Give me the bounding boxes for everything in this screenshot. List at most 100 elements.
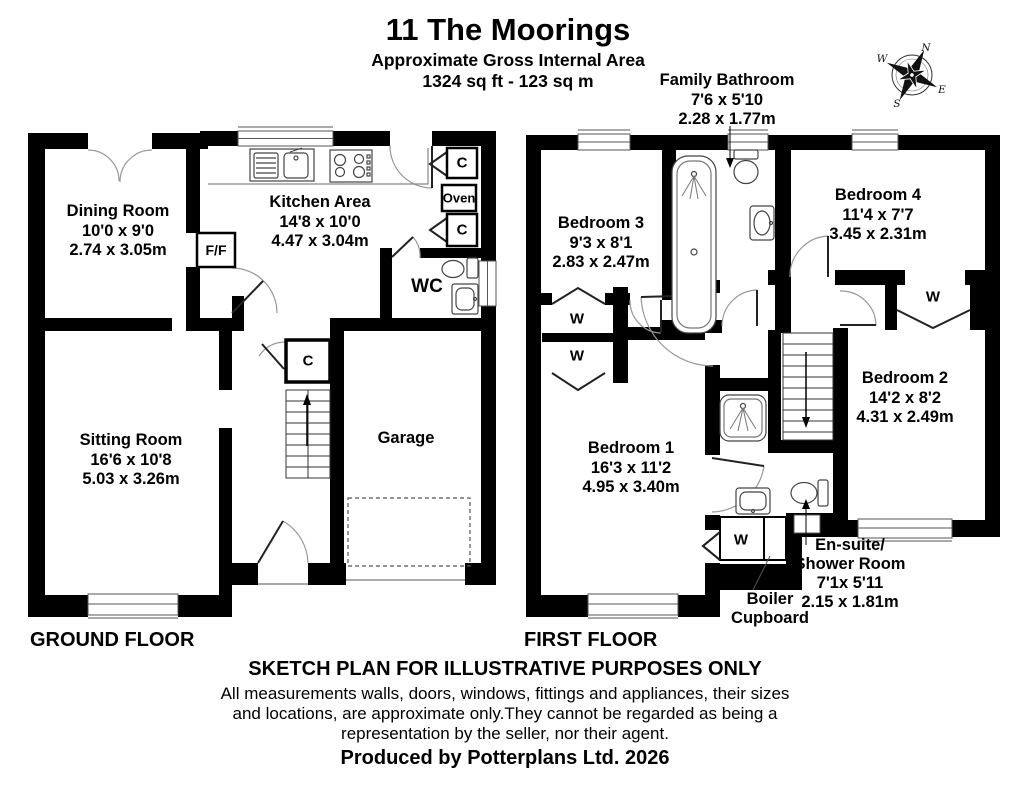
ground-floor-title: GROUND FLOOR [30,629,195,651]
room-dims-imperial: 16'6 x 10'8 [90,450,172,469]
cupboard-label: C [456,221,468,239]
wardrobe-doors [551,286,606,305]
ensuite-leader-arrow [802,499,810,545]
room-label-sitting: Sitting Room 16'6 x 10'8 5.03 x 3.26m [80,431,183,490]
wardrobe-doors [551,372,606,392]
room-dims-imperial: 14'2 x 8'2 [868,388,942,407]
compass-north-label: N [920,42,931,54]
ground-floor-plan [28,126,497,619]
room-name: Kitchen Area [269,193,371,211]
compass-south-label: S [893,98,900,110]
fridge-freezer-box [195,231,237,269]
oven-label: Oven [442,190,476,206]
room-dims-imperial: 10'0 x 9'0 [81,221,155,240]
room-dims-metric: 2.15 x 1.81m [801,593,899,611]
ensuite-toilet [790,479,829,507]
cupboard-label: C [456,154,468,172]
room-dims-imperial: 7'1x 5'11 [816,574,884,592]
bathroom-leader-arrow [726,126,734,168]
room-dims-imperial: 16'3 x 11'2 [590,458,672,477]
ground-floor-doors [87,145,448,564]
cupboard-box [445,146,479,180]
boiler-leader-line [752,555,771,591]
staircase-down [782,332,834,441]
room-label-garage: Garage [378,429,435,449]
compass-west-label: W [877,53,889,65]
room-dims-metric: 4.31 x 2.49m [856,408,954,426]
room-label-bedroom-2: Bedroom 2 14'2 x 8'2 4.31 x 2.49m [856,369,953,428]
fridge-freezer-label: F/F [205,242,227,258]
room-dims-metric: 2.28 x 1.77m [678,110,776,128]
wardrobe-box [719,516,765,561]
wardrobe-label: W [569,310,585,328]
room-dims-metric: 5.03 x 3.26m [82,470,180,488]
room-dims-imperial: 7'6 x 5'10 [690,90,764,109]
boiler-label-line2: Cupboard [731,609,809,627]
kitchen-sink [249,147,315,182]
staircase-up [285,389,331,479]
first-floor-plan [526,126,1000,619]
room-label-dining: Dining Room 10'0 x 9'0 2.74 x 3.05m [67,202,170,261]
room-dims-metric: 2.74 x 3.05m [69,241,167,259]
ground-floor-windows [87,126,497,619]
room-name: Dining Room [66,202,170,220]
hall-cupboard-box [284,338,332,384]
oven-box [440,183,478,213]
boiler-cupboard-box [763,516,787,561]
room-name: Garage [377,429,435,447]
page-subtitle: Approximate Gross Internal Area [371,50,645,70]
boiler-label-line1: Boiler [746,590,794,608]
room-dims-imperial: 11'4 x 7'7 [842,205,914,224]
wardrobe-label: W [925,288,941,306]
producer-credit: Produced by Potterplans Ltd. 2026 [340,747,670,769]
gross-internal-area: 1324 sq ft - 123 sq m [422,71,594,91]
disclaimer-line: representation by the seller, nor their … [341,724,669,743]
room-label-kitchen: Kitchen Area 14'8 x 10'0 4.47 x 3.04m [269,193,370,252]
disclaimer-line: All measurements walls, doors, windows, … [220,684,790,703]
room-name-line2: Shower Room [794,555,906,573]
first-floor-fixtures [671,126,834,591]
room-dims-metric: 3.45 x 2.31m [829,225,927,243]
bathroom-basin [749,205,775,241]
room-label-ensuite: En-suite/ Shower Room 7'1x 5'11 2.15 x 1… [795,536,906,612]
cupboard-label: C [302,352,314,370]
bathroom-toilet [733,149,759,185]
boiler-cupboard-label: Boiler Cupboard [731,590,809,628]
room-label-bedroom-4: Bedroom 4 11'4 x 7'7 3.45 x 2.31m [829,186,926,245]
room-label-bedroom-3: Bedroom 3 9'3 x 8'1 2.83 x 2.47m [552,214,649,273]
wardrobe-label: W [733,531,749,549]
room-dims-metric: 4.95 x 3.40m [582,478,680,496]
room-dims-imperial: 14'8 x 10'0 [279,212,361,231]
wardrobe-doors [896,309,971,330]
room-label-family-bathroom: Family Bathroom 7'6 x 5'10 2.28 x 1.77m [660,71,795,130]
bathtub [671,155,717,334]
compass-rose: N E S W [877,42,947,110]
first-floor-title: FIRST FLOOR [524,629,658,651]
disclaimer-title: SKETCH PLAN FOR ILLUSTRATIVE PURPOSES ON… [248,658,762,680]
room-name: Bedroom 3 [557,214,645,232]
wardrobe-label: W [569,347,585,365]
cupboard-door [701,531,721,561]
room-name: Sitting Room [79,431,183,449]
ensuite-basin [735,487,771,515]
room-name: Bedroom 2 [861,369,949,387]
room-dims-metric: 4.47 x 3.04m [271,232,369,250]
wc-label: WC [411,276,443,297]
ground-floor-fixtures [195,146,479,567]
wc-toilet [441,257,479,279]
cupboard-box [445,212,479,248]
compass-east-label: E [937,84,946,96]
garage-bay-outline [347,497,471,567]
room-label-bedroom-1: Bedroom 1 16'3 x 11'2 4.95 x 3.40m [582,439,679,498]
wc-basin [451,283,479,315]
first-floor-windows [577,129,953,619]
room-name: En-suite/ [815,536,885,554]
room-dims-imperial: 9'3 x 8'1 [569,233,633,252]
room-dims-metric: 2.83 x 2.47m [552,253,650,271]
room-name: Bedroom 4 [834,186,922,204]
ground-floor-walls [28,131,496,617]
disclaimer-line: and locations, are approximate only.They… [232,704,778,723]
room-name: Family Bathroom [659,71,795,89]
